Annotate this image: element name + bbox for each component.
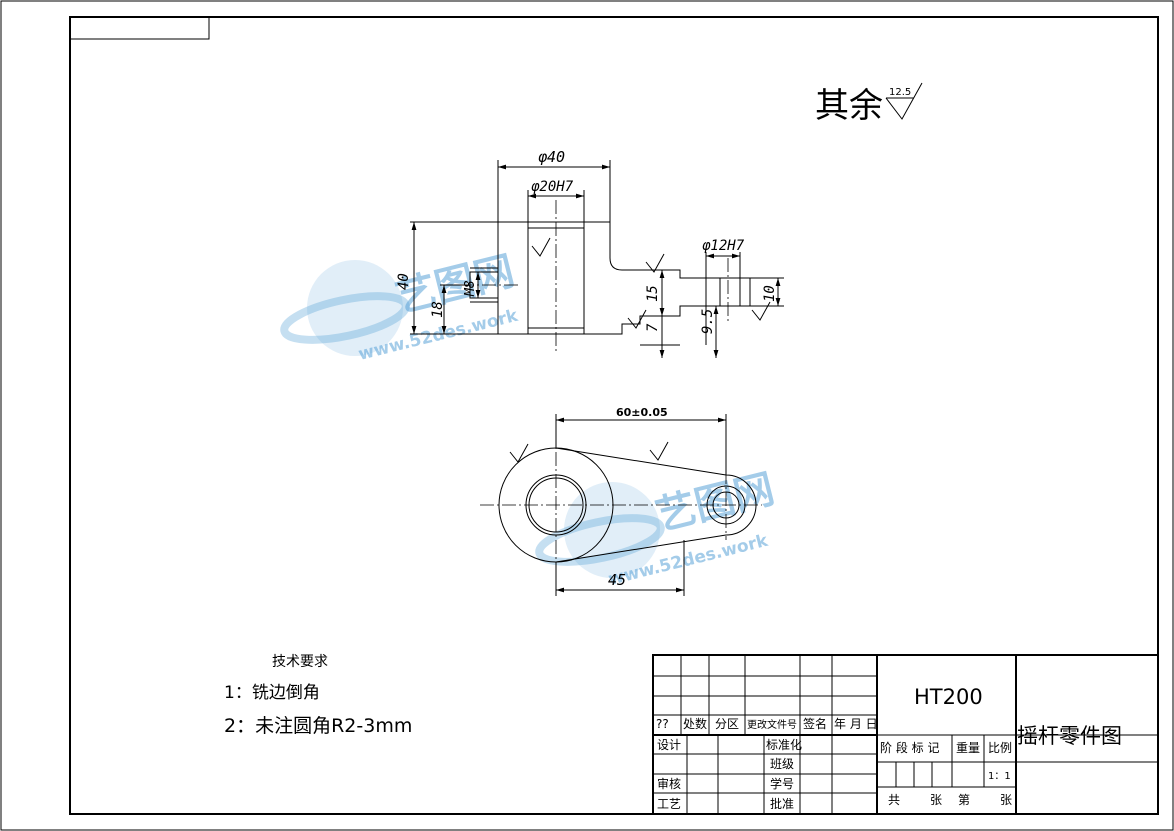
tb-zhang1: 张 — [930, 793, 942, 807]
roughness-mark-icon — [649, 441, 669, 461]
tb-scale: 1：1 — [988, 771, 1011, 782]
corner-code-box — [69, 16, 210, 40]
tb-part-name: 摇杆零件图 — [1017, 724, 1122, 748]
tb-pizhun: 批准 — [770, 796, 794, 811]
dim-60: 60±0.05 — [616, 406, 668, 419]
tb-di: 第 — [958, 793, 970, 807]
tb-header-biaoji: ?? — [656, 717, 669, 731]
watermark-left: 艺图网 www.52des.work — [280, 248, 521, 365]
dim-phi40: φ40 — [538, 148, 565, 166]
section-view: φ40 φ20H7 40 18 M8 15 7 9.5 φ12H7 — [396, 148, 784, 358]
tb-gongyi: 工艺 — [657, 797, 681, 811]
tb-banji: 班级 — [770, 757, 794, 771]
dim-phi20h7: φ20H7 — [531, 179, 574, 195]
tb-jieduan: 阶 段 标 记 — [880, 740, 939, 755]
dim-m8: M8 — [463, 280, 478, 297]
roughness-value: 12.5 — [889, 87, 911, 98]
tb-header-riqi: 年 月 日 — [834, 717, 878, 731]
tb-gong: 共 — [888, 793, 900, 807]
tb-xuehao: 学号 — [770, 776, 794, 791]
tech-requirements: 技术要求 1：铣边倒角 2：未注圆角R2-3mm — [224, 654, 412, 737]
dim-phi12h7: φ12H7 — [702, 238, 745, 254]
roughness-mark-icon — [627, 309, 647, 329]
tb-biaozhunhua: 标准化 — [766, 738, 802, 752]
tb-header-gaiwenjian: 更改文件号 — [747, 718, 797, 731]
tb-zhongliang: 重量 — [956, 741, 980, 755]
roughness-mark-icon — [645, 253, 665, 273]
dim-10: 10 — [762, 285, 778, 302]
roughness-mark-icon — [751, 301, 771, 321]
tech-title: 技术要求 — [272, 654, 328, 670]
tb-sheji: 设计 — [657, 738, 681, 752]
tb-header-chushu: 处数 — [683, 716, 707, 731]
top-view: 60±0.05 45 — [480, 406, 762, 596]
inner-frame — [69, 16, 1159, 815]
dim-15: 15 — [645, 285, 661, 302]
title-block: ?? 处数 分区 更改文件号 签名 年 月 日 设计 标准化 班级 审核 学号 … — [652, 654, 1159, 815]
tb-material: HT200 — [914, 685, 983, 709]
dim-45: 45 — [608, 571, 626, 589]
tb-shenhe: 审核 — [657, 776, 681, 791]
dim-9-5: 9.5 — [700, 309, 716, 334]
tb-bili: 比例 — [988, 741, 1012, 755]
watermark-center: 艺图网 www.52des.work — [535, 466, 779, 590]
roughness-symbol-icon — [885, 82, 923, 120]
dim-7: 7 — [645, 323, 661, 332]
roughness-note: 其余 12.5 — [815, 82, 923, 126]
roughness-mark-icon — [509, 443, 529, 463]
roughness-label: 其余 — [815, 86, 883, 126]
tb-header-fenqu: 分区 — [715, 717, 739, 731]
tech-item-2: 2：未注圆角R2-3mm — [224, 715, 412, 737]
dim-18: 18 — [430, 301, 446, 318]
roughness-mark-icon — [531, 237, 551, 257]
tb-header-qianming: 签名 — [803, 716, 827, 731]
watermark-brand: 艺图网 — [651, 466, 779, 540]
tb-zhang2: 张 — [1000, 793, 1012, 807]
dim-40: 40 — [396, 273, 412, 290]
tech-item-1: 1：铣边倒角 — [224, 683, 320, 703]
